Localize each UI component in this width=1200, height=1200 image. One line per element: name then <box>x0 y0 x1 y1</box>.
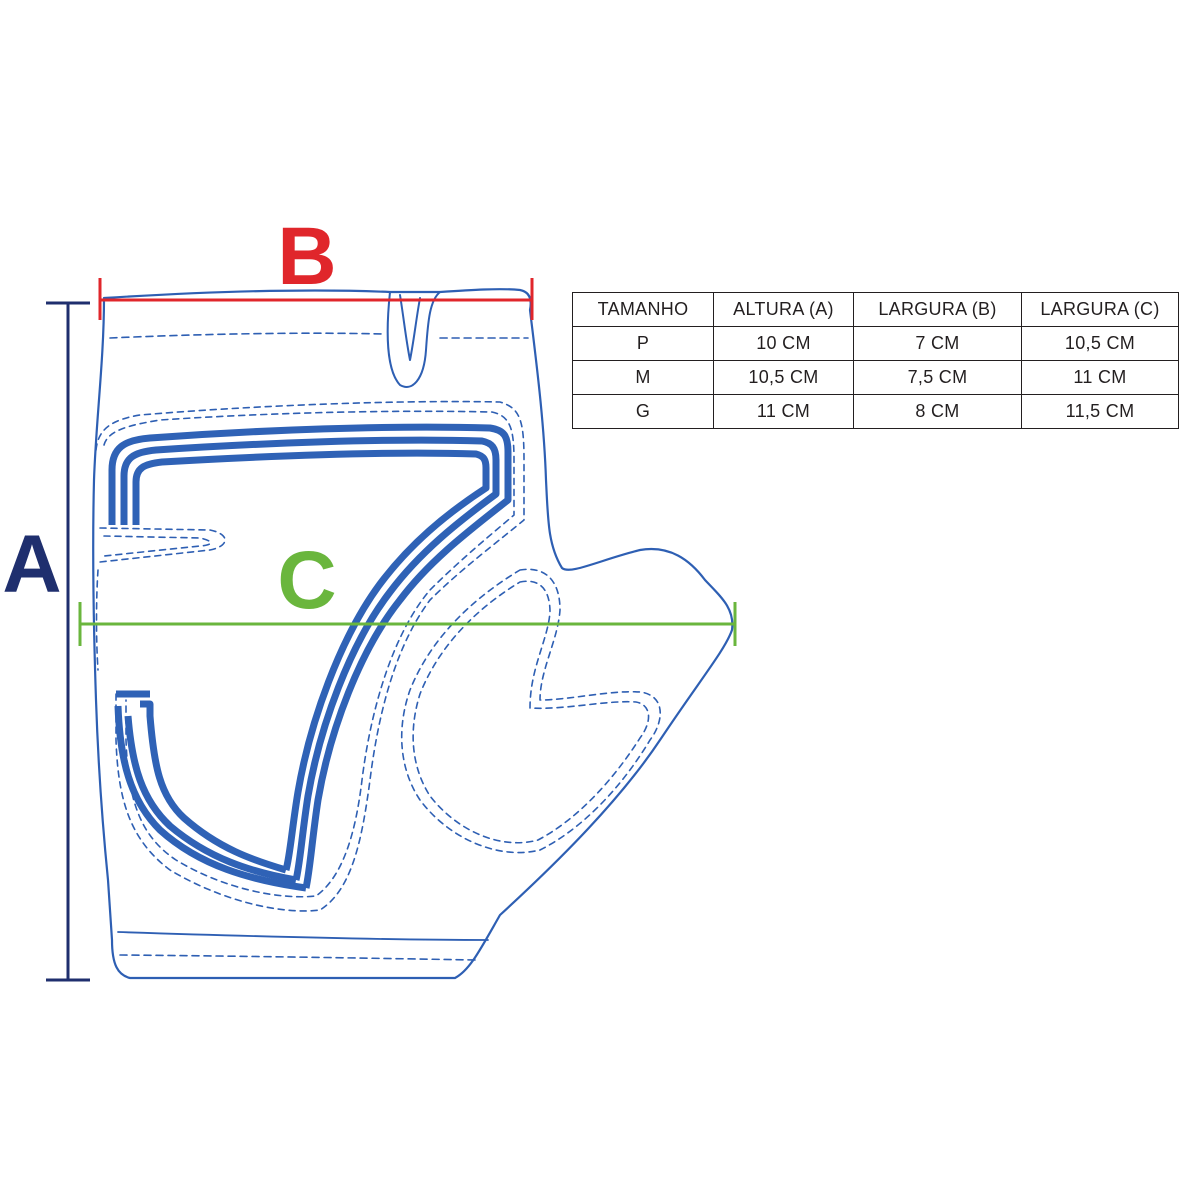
stripe-lower-inner <box>140 700 287 874</box>
cell-width-b: 7 CM <box>853 326 1022 361</box>
cell-height-a: 10,5 CM <box>713 360 854 395</box>
side-seam <box>95 569 99 671</box>
stripe-lower-mid <box>124 715 297 884</box>
dimension-a-label: A <box>2 519 61 610</box>
header-width-b: LARGURA (B) <box>853 292 1022 327</box>
stripe-lower-outer <box>114 690 307 892</box>
cell-size: G <box>572 394 714 429</box>
cell-height-a: 10 CM <box>713 326 854 361</box>
wrist-band-seam <box>119 954 477 961</box>
cell-width-c: 10,5 CM <box>1021 326 1179 361</box>
thumb-pad-seam-inner <box>412 580 650 844</box>
size-table-header-row: TAMANHO ALTURA (A) LARGURA (B) LARGURA (… <box>572 292 1179 327</box>
table-row: P 10 CM 7 CM 10,5 CM <box>572 326 1179 361</box>
stripe-upper-mid <box>120 436 500 881</box>
dimension-a <box>46 301 90 982</box>
padding-seam-inner <box>103 410 515 898</box>
dimension-b-label: B <box>277 211 336 302</box>
dimension-c-label: C <box>277 535 336 626</box>
glove-outline <box>92 288 734 980</box>
cell-height-a: 11 CM <box>713 394 854 429</box>
padding-stripes <box>108 423 512 892</box>
cell-width-b: 7,5 CM <box>853 360 1022 395</box>
padding-seam-left <box>95 400 525 912</box>
finger-notch-seam-2 <box>103 535 212 557</box>
dimension-c <box>78 602 737 646</box>
header-size: TAMANHO <box>572 292 714 327</box>
cell-width-c: 11 CM <box>1021 360 1179 395</box>
glove-drawing <box>92 288 734 980</box>
cell-width-c: 11,5 CM <box>1021 394 1179 429</box>
cuff-top-seam <box>109 332 529 339</box>
velcro-tab <box>386 291 441 388</box>
thumb-pad-seam-outer <box>400 568 662 854</box>
header-height-a: ALTURA (A) <box>713 292 854 327</box>
header-width-c: LARGURA (C) <box>1021 292 1179 327</box>
stripe-upper-outer <box>108 423 512 889</box>
stripe-upper-inner <box>132 449 490 871</box>
wrist-band-line <box>117 931 489 941</box>
cell-width-b: 8 CM <box>853 394 1022 429</box>
size-table: TAMANHO ALTURA (A) LARGURA (B) LARGURA (… <box>572 292 1179 429</box>
velcro-tab-fold <box>399 294 421 361</box>
dimension-b <box>98 278 534 320</box>
finger-notch-seam <box>99 527 226 563</box>
table-row: G 11 CM 8 CM 11,5 CM <box>572 394 1179 429</box>
cell-size: M <box>572 360 714 395</box>
cell-size: P <box>572 326 714 361</box>
table-row: M 10,5 CM 7,5 CM 11 CM <box>572 360 1179 395</box>
